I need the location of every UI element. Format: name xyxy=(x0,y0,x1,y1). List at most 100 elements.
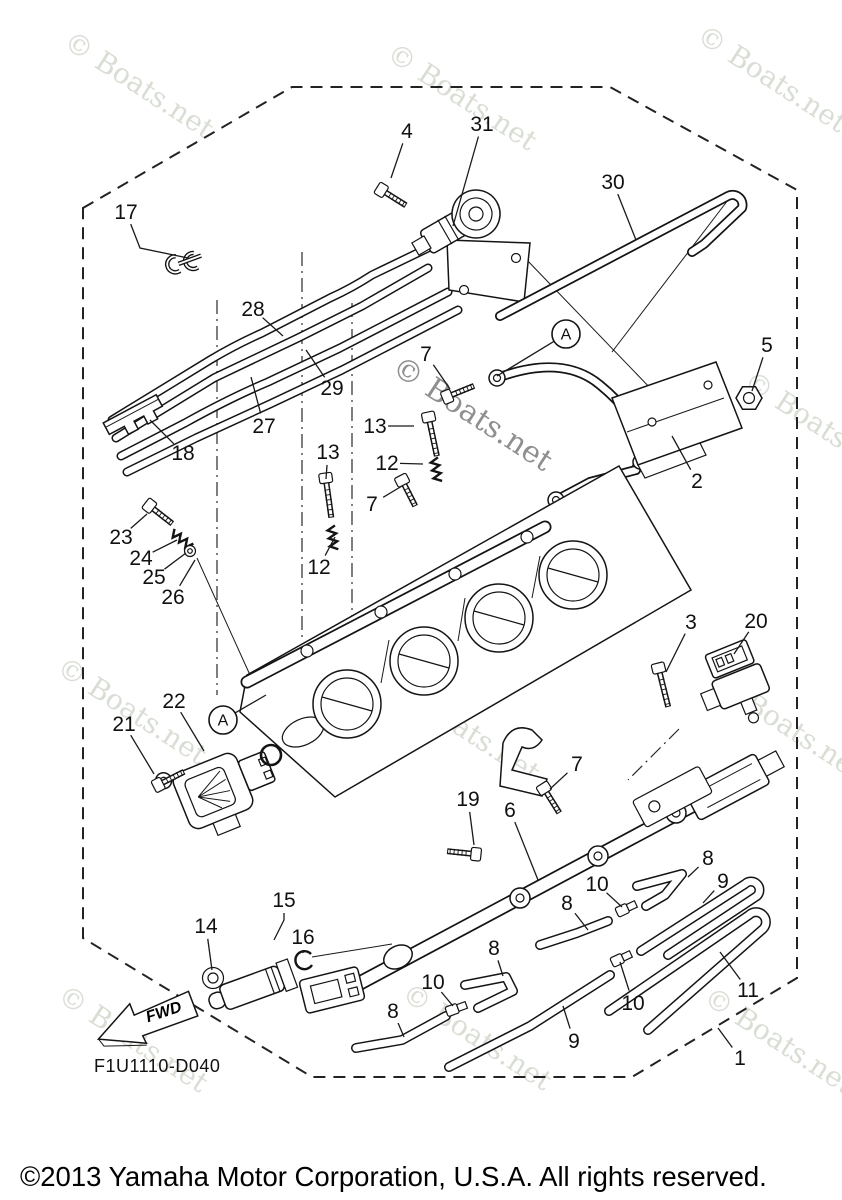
ref-marker-circle xyxy=(208,705,238,735)
ref-marker-leader xyxy=(234,694,267,714)
callout-18: 18 xyxy=(171,442,194,465)
callout-9: 9 xyxy=(568,1030,580,1053)
callout-leader xyxy=(687,866,700,878)
callout-4: 4 xyxy=(401,120,413,143)
callout-leader xyxy=(130,513,148,529)
callout-23: 23 xyxy=(109,526,132,549)
callout-30: 30 xyxy=(601,171,624,194)
callout-leader xyxy=(606,892,623,908)
bracket-2 xyxy=(611,361,743,479)
fuel-rail-upper xyxy=(240,520,552,689)
throttle-bore xyxy=(538,540,608,610)
regulator-bracket-plate xyxy=(446,239,531,303)
stay-bracket-7 xyxy=(499,727,548,797)
throttle-bore xyxy=(312,669,382,739)
callout-20: 20 xyxy=(744,610,767,633)
callout-7: 7 xyxy=(366,493,378,516)
fuel-rail-lower xyxy=(322,750,786,1007)
upper-hose-assembly xyxy=(107,243,463,477)
callout-11: 11 xyxy=(737,979,759,1002)
callout-leader xyxy=(452,136,480,227)
callout-leader xyxy=(262,317,284,337)
callout-22: 22 xyxy=(162,690,185,713)
ref-marker-circle xyxy=(551,319,581,349)
callout-leader xyxy=(130,734,155,775)
watermark-text: © Boats.net xyxy=(691,18,842,139)
callout-12: 12 xyxy=(307,556,330,579)
callout-8: 8 xyxy=(387,1000,399,1023)
callout-3: 3 xyxy=(685,611,697,634)
throttle-body-assembly xyxy=(239,464,693,798)
watermark-text: © Boats.net xyxy=(58,24,220,145)
callout-leader xyxy=(719,951,741,980)
nut-5 xyxy=(735,385,763,411)
callout-27: 27 xyxy=(252,415,275,438)
washer-14 xyxy=(201,966,225,990)
c-clip-16 xyxy=(294,949,314,971)
callout-leader xyxy=(671,435,692,470)
bolt-19 xyxy=(446,845,481,861)
callout-leader xyxy=(305,349,326,378)
hose-clamp-17 xyxy=(165,250,202,275)
spring-12 xyxy=(428,456,444,484)
ref-marker-A: A xyxy=(561,327,572,344)
page-border xyxy=(82,86,798,1078)
pipe-joint-10 xyxy=(614,898,639,918)
callout-26: 26 xyxy=(161,586,184,609)
callout-5: 5 xyxy=(761,334,773,357)
callout-29: 29 xyxy=(320,377,343,400)
washer-25 xyxy=(183,544,197,558)
callout-10: 10 xyxy=(585,873,608,896)
screw-13 xyxy=(421,411,443,458)
callout-16: 16 xyxy=(291,926,314,949)
throttle-bore xyxy=(464,583,534,653)
callout-leader xyxy=(179,559,196,587)
callout-leader xyxy=(469,811,475,846)
fuel-hose-30 xyxy=(495,189,748,321)
fuel-pressure-regulator xyxy=(411,189,501,256)
callout-leader xyxy=(617,193,637,241)
bolt-4 xyxy=(374,182,410,211)
callout-leader xyxy=(207,938,213,971)
screw-13 xyxy=(319,472,338,518)
callout-leader xyxy=(273,913,285,941)
ref-marker-A: A xyxy=(218,713,229,730)
watermark-text: © Boats.net xyxy=(698,980,842,1101)
callout-leader xyxy=(180,711,205,752)
callout-leader xyxy=(574,912,589,931)
callout-1: 1 xyxy=(734,1047,746,1070)
bolt-3 xyxy=(651,662,675,709)
callout-24: 24 xyxy=(129,547,153,570)
callout-9: 9 xyxy=(717,870,729,893)
callout-leader xyxy=(382,485,403,498)
watermark-text: © Boats.net xyxy=(738,364,842,485)
callout-31: 31 xyxy=(470,113,493,136)
screw-7 xyxy=(394,473,421,509)
copyright-text: ©2013 Yamaha Motor Corporation, U.S.A. A… xyxy=(20,1161,767,1192)
callout-10: 10 xyxy=(421,971,444,994)
callout-leader xyxy=(619,961,630,991)
callout-13: 13 xyxy=(363,415,386,438)
callout-8: 8 xyxy=(561,892,573,915)
callout-25: 25 xyxy=(142,566,165,589)
construction-lines xyxy=(196,199,729,958)
callout-leader xyxy=(497,960,504,977)
callout-8: 8 xyxy=(702,847,714,870)
callout-14: 14 xyxy=(194,915,218,938)
o-ring-22 xyxy=(259,743,283,767)
lower-hoses xyxy=(351,869,771,1072)
hose-clamp-18 xyxy=(102,393,164,436)
callout-21: 21 xyxy=(112,713,135,736)
callout-leader xyxy=(549,772,568,790)
callout-6: 6 xyxy=(504,799,516,822)
callout-leader xyxy=(152,539,178,553)
screw-23 xyxy=(141,498,176,529)
callout-leader xyxy=(399,462,424,465)
callout-8: 8 xyxy=(488,937,500,960)
callout-15: 15 xyxy=(272,889,295,912)
spring-12 xyxy=(325,524,340,552)
callout-leader xyxy=(562,1005,571,1029)
callout-leader xyxy=(130,223,189,259)
